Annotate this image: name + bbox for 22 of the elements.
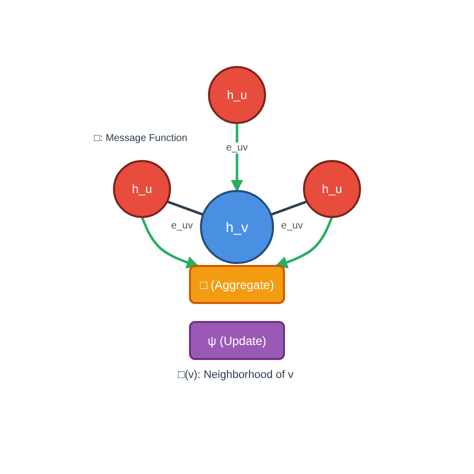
node-circle: [200, 190, 274, 264]
node-circle: [208, 66, 266, 124]
arrow: [140, 216, 200, 268]
edge-label: e_uv: [225, 142, 249, 154]
edge-label: e_uv: [170, 220, 194, 232]
node-circle: [113, 160, 171, 218]
note-text: □: Message Function: [94, 133, 188, 144]
node-label: □ (Aggregate): [200, 278, 274, 292]
node-circle: [303, 160, 361, 218]
arrow: [274, 216, 334, 268]
node-label: h_u: [226, 88, 248, 102]
node-label: h_v: [226, 219, 248, 235]
connector-line: [166, 200, 204, 216]
node-label: ψ (Update): [208, 334, 266, 348]
node-label: h_u: [322, 182, 342, 196]
process-box: [189, 321, 285, 360]
arrow: [230, 123, 244, 192]
note-text: □(v): Neighborhood of v: [178, 369, 294, 381]
edge-label: e_uv: [280, 220, 304, 232]
process-box: [189, 265, 285, 304]
connector-line: [270, 200, 308, 216]
node-label: h_u: [132, 182, 152, 196]
